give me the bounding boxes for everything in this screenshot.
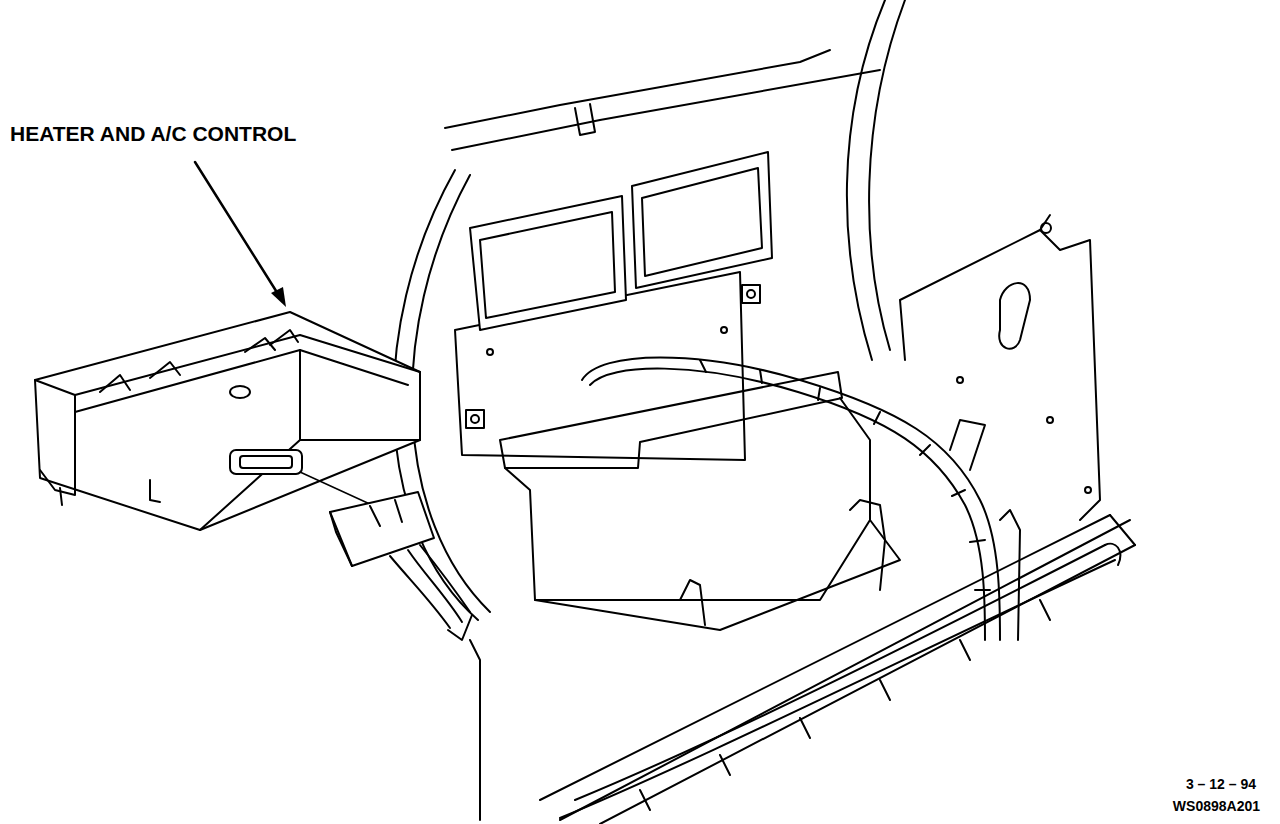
harness-connector (300, 472, 472, 640)
instrument-panel-line (747, 290, 755, 298)
instrument-panel-line (742, 285, 760, 303)
instrument-panel-line (642, 168, 762, 276)
instrument-panel-line (575, 104, 595, 135)
wire-harness-line (582, 358, 1000, 641)
instrument-panel-line (900, 230, 1100, 520)
lower-trim-line (560, 520, 1130, 820)
harness-connector-line (370, 500, 402, 526)
lower-trim-line (540, 515, 1110, 800)
instrument-panel-line (505, 398, 870, 600)
date-code: 3 – 12 – 94 (1184, 776, 1258, 792)
harness-connector-line (330, 492, 434, 566)
instrument-panel-line (1047, 417, 1053, 423)
instrument-panel-line (470, 196, 626, 330)
instrument-panel-line (500, 372, 842, 468)
instrument-panel-line (1085, 487, 1091, 493)
instrument-panel-line (452, 70, 880, 150)
instrument-panel (394, 0, 1100, 630)
part-label: HEATER AND A/C CONTROL (8, 122, 298, 146)
lower-trim-line (470, 640, 480, 820)
instrument-panel-line (721, 327, 727, 333)
control-module-line (60, 480, 160, 505)
leader-arrow-line (195, 162, 278, 294)
harness-connector-line (448, 615, 472, 640)
instrument-panel-line (487, 349, 493, 355)
lower-trim-line (1110, 515, 1135, 545)
control-module-line (35, 312, 420, 530)
control-module-line (300, 439, 420, 441)
instrument-panel-line (957, 377, 963, 383)
leader-arrow (195, 162, 286, 307)
instrument-panel-line (471, 415, 479, 423)
leader-arrow-line (271, 287, 286, 307)
figure-code: WS0898A201 (1171, 798, 1262, 814)
instrument-panel-line (480, 212, 615, 318)
control-module-line (240, 456, 292, 468)
wire-harness-line (640, 600, 1050, 810)
harness-connector-line (330, 512, 352, 566)
lower-trim (470, 515, 1135, 824)
wire-harness-line (560, 560, 1115, 818)
control-module (35, 312, 420, 530)
control-module-line (230, 450, 302, 474)
control-module-line (200, 350, 300, 530)
wire-harness (560, 358, 1120, 819)
control-module-line (230, 386, 250, 398)
instrument-panel-line (466, 410, 484, 428)
control-module-line (35, 380, 75, 478)
instrument-panel-line (999, 283, 1030, 349)
control-module-line (40, 470, 75, 495)
wire-harness-line (1000, 510, 1020, 640)
lower-trim-line (600, 545, 1135, 824)
instrument-panel-line (869, 0, 905, 350)
harness-connector-line (300, 472, 372, 505)
instrument-panel-line (1041, 223, 1051, 233)
wire-harness-line (590, 369, 985, 640)
instrument-panel-line (632, 152, 772, 288)
wire-harness-line (1105, 544, 1120, 565)
instrument-panel-line (850, 500, 885, 590)
harness-connector-line (390, 545, 470, 628)
instrument-panel-line (680, 580, 705, 625)
wire-harness-line (700, 360, 990, 590)
control-module-line (100, 330, 298, 392)
wire-harness-line (575, 545, 1105, 800)
instrument-panel-line (535, 520, 900, 630)
